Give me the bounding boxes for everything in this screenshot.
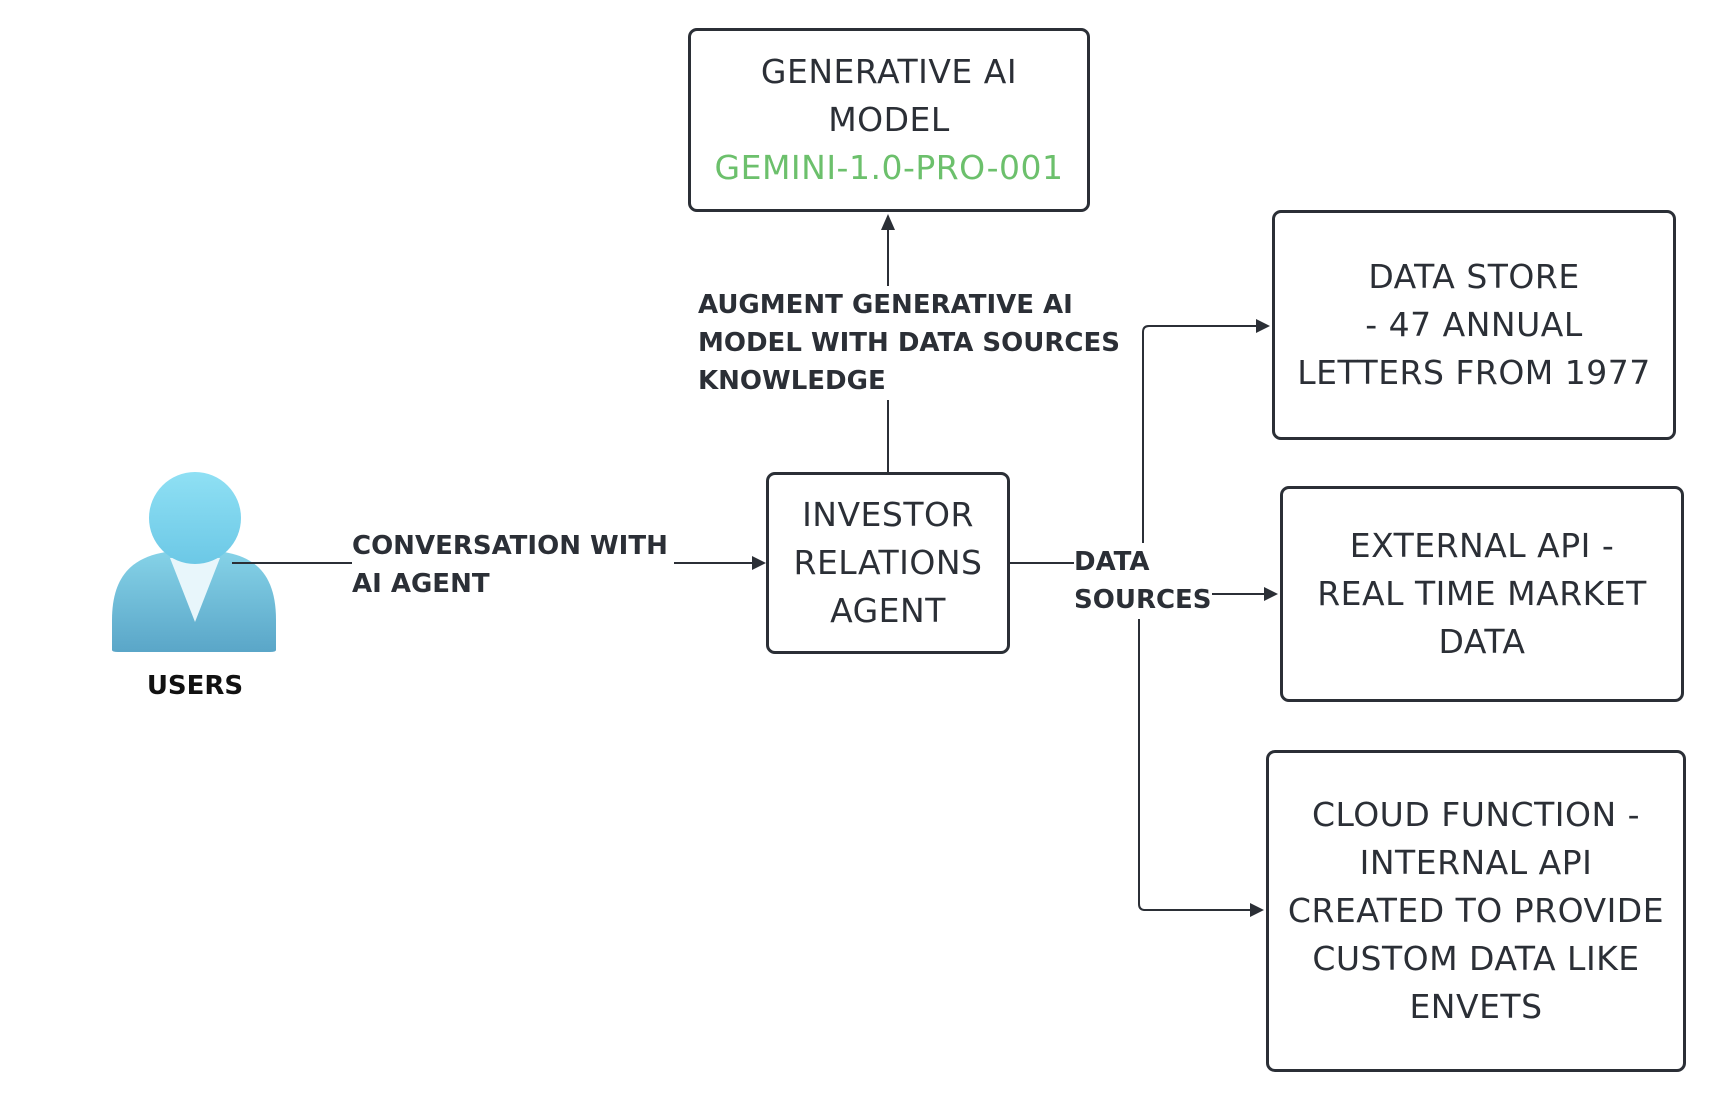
augment-label-line-3: KNOWLEDGE — [698, 366, 886, 396]
cloud-function-line-4: CUSTOM DATA LIKE — [1312, 939, 1640, 978]
agent-line-1: INVESTOR — [802, 495, 974, 534]
model-version: GEMINI-1.0-PRO-001 — [714, 148, 1064, 187]
agent-line-2: RELATIONS — [793, 543, 983, 582]
model-title-line-1: GENERATIVE AI — [760, 52, 1018, 91]
conversation-label: CONVERSATION WITH AI AGENT — [352, 527, 674, 603]
external-api-node[interactable]: EXTERNAL API - REAL TIME MARKET DATA — [1280, 486, 1684, 702]
augment-label-line-2: MODEL WITH DATA SOURCES — [698, 328, 1120, 358]
generative-model-node[interactable]: GENERATIVE AI MODEL GEMINI-1.0-PRO-001 — [688, 28, 1090, 212]
cloud-function-line-1: CLOUD FUNCTION - — [1311, 795, 1641, 834]
cloud-function-line-2: INTERNAL API — [1359, 843, 1593, 882]
data-store-node[interactable]: DATA STORE - 47 ANNUAL LETTERS FROM 1977 — [1272, 210, 1676, 440]
data-sources-label: DATA SOURCES — [1074, 543, 1212, 619]
external-api-line-2: REAL TIME MARKET — [1317, 574, 1647, 613]
external-api-line-1: EXTERNAL API - — [1349, 526, 1615, 565]
cloud-function-node[interactable]: CLOUD FUNCTION - INTERNAL API CREATED TO… — [1266, 750, 1686, 1072]
users-label: USERS — [146, 671, 244, 701]
data-store-line-3: LETTERS FROM 1977 — [1297, 353, 1651, 392]
data-store-line-2: - 47 ANNUAL — [1365, 305, 1583, 344]
model-title-line-2: MODEL — [828, 100, 950, 139]
augment-label: AUGMENT GENERATIVE AI MODEL WITH DATA SO… — [698, 286, 1120, 400]
edge-data-sources — [1010, 319, 1278, 917]
data-sources-label-line-2: SOURCES — [1074, 585, 1212, 615]
augment-label-line-1: AUGMENT GENERATIVE AI — [698, 290, 1073, 320]
conversation-label-line-2: AI AGENT — [352, 569, 490, 599]
investor-relations-agent-node[interactable]: INVESTOR RELATIONS AGENT — [766, 472, 1010, 654]
data-store-line-1: DATA STORE — [1368, 257, 1580, 296]
cloud-function-line-5: ENVETS — [1409, 987, 1543, 1026]
conversation-label-line-1: CONVERSATION WITH — [352, 531, 668, 561]
cloud-function-line-3: CREATED TO PROVIDE — [1287, 891, 1665, 930]
data-sources-label-line-1: DATA — [1074, 547, 1150, 577]
external-api-line-3: DATA — [1438, 622, 1526, 661]
user-icon — [112, 472, 276, 652]
agent-line-3: AGENT — [830, 591, 946, 630]
